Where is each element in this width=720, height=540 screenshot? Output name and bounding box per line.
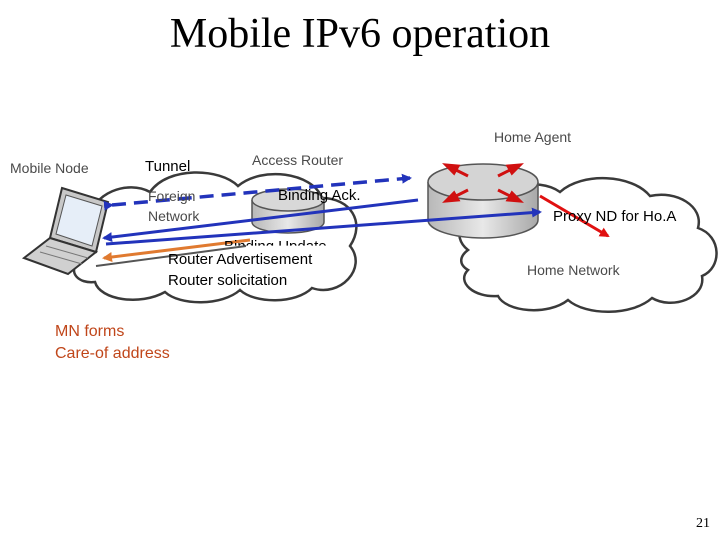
home-agent-label: Home Agent <box>494 129 572 145</box>
access-router-label: Access Router <box>252 152 344 168</box>
router-advertisement-label: Router Advertisement <box>168 251 313 268</box>
foreign-network-label-line1: Foreign <box>148 188 196 204</box>
mobile-node-label: Mobile Node <box>10 160 89 176</box>
router-solicitation-arrow <box>95 245 247 267</box>
care-of-note-line1: MN forms <box>55 323 125 340</box>
home-network-label: Home Network <box>527 262 620 278</box>
foreign-network-label-line2: Network <box>148 208 200 224</box>
tunnel-label: Tunnel <box>145 158 191 175</box>
router-solicitation-label: Router solicitation <box>168 272 288 289</box>
binding-ack-label: Binding Ack. <box>278 187 361 204</box>
binding-update-arrow <box>105 207 542 246</box>
page-number: 21 <box>696 516 710 531</box>
tunnel-arrow <box>103 173 412 211</box>
binding-update-label: Binding Update <box>224 238 327 246</box>
proxy-nd-arrow <box>539 194 610 238</box>
proxy-nd-label: Proxy ND for Ho.A <box>553 208 677 225</box>
laptop-icon <box>21 186 110 276</box>
care-of-note-line2: Care-of address <box>55 345 170 362</box>
binding-ack-arrow <box>102 198 419 243</box>
router-advertisement-arrow <box>102 238 251 262</box>
home-agent-router-icon <box>427 163 539 239</box>
slide-title: Mobile IPv6 operation <box>169 11 551 57</box>
